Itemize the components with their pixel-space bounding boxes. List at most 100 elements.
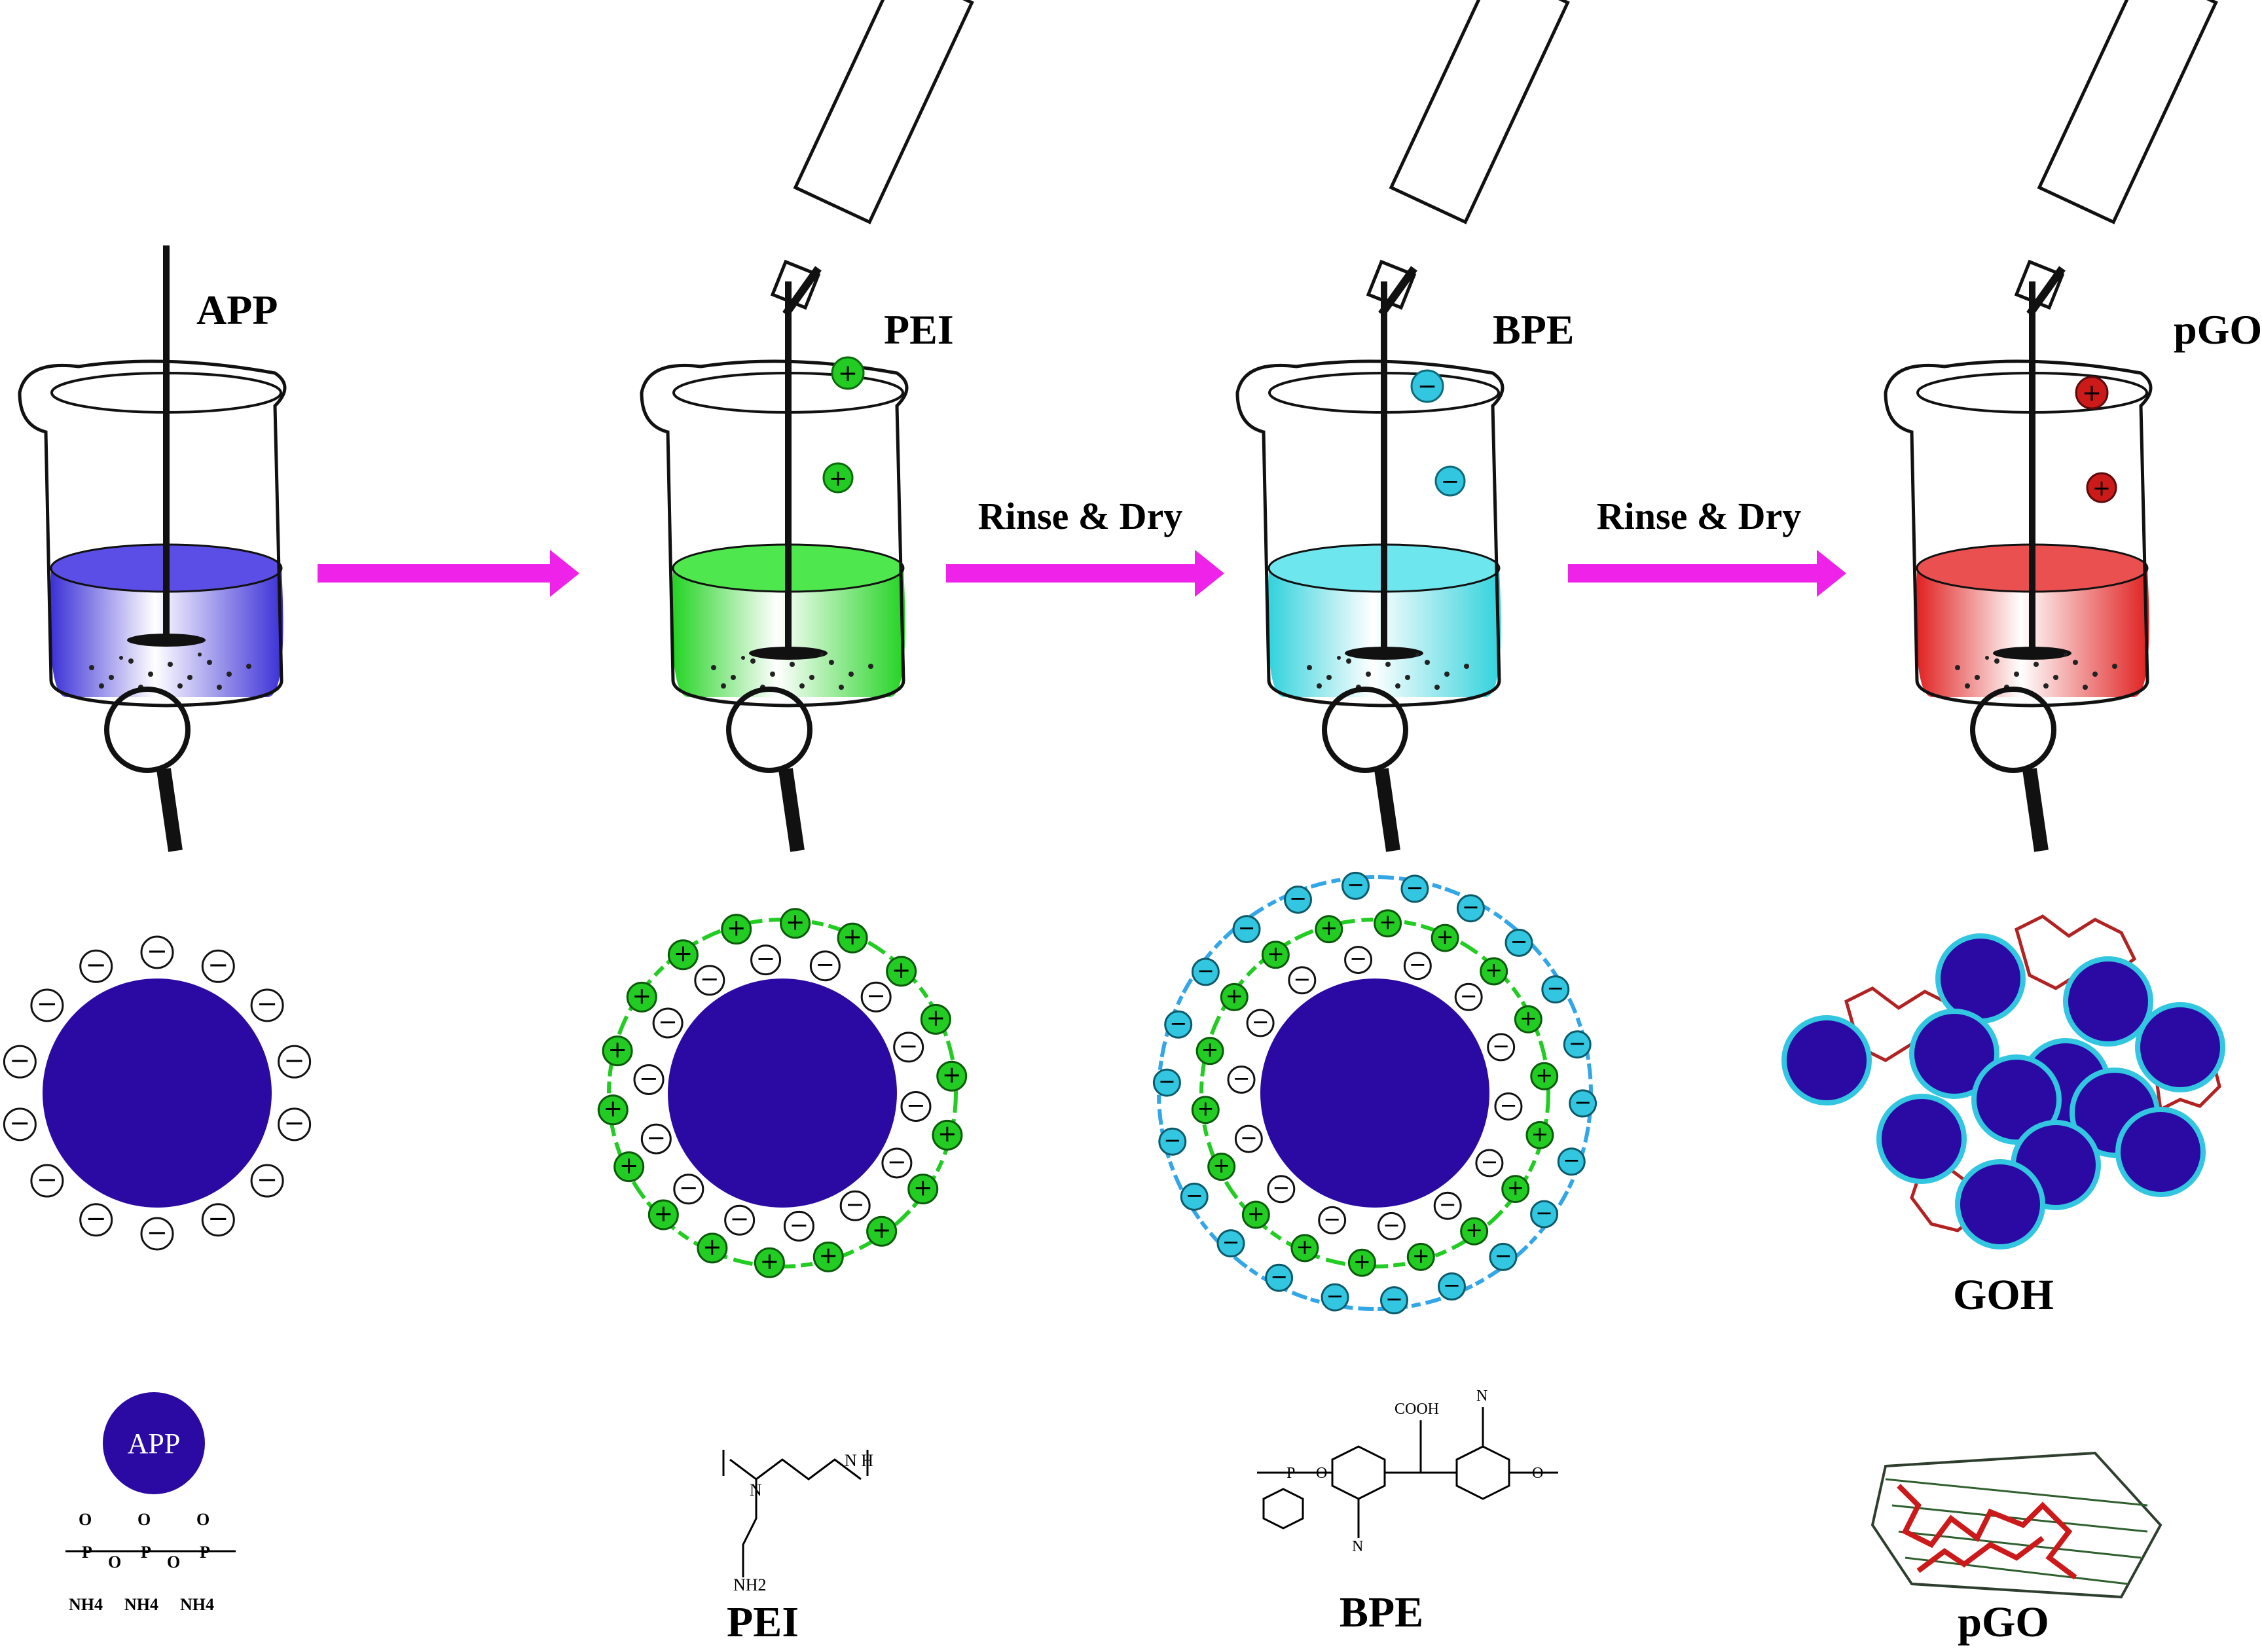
charge-sign: − [658, 1009, 677, 1035]
negative-charge [250, 988, 284, 1022]
charge-sign: + [913, 1175, 932, 1202]
negative-charge [1530, 1200, 1559, 1229]
charge-sign: − [1233, 1066, 1250, 1091]
bpe-structure: COOH P O O N N BPE [1257, 1388, 1558, 1636]
charge-sign: − [1252, 1009, 1269, 1034]
positive-charge [780, 908, 811, 939]
negative-charge [881, 1147, 913, 1179]
charge-sign: + [760, 1248, 779, 1275]
negative-charge [1344, 946, 1373, 975]
charge-sign: + [632, 982, 651, 1009]
negative-charge [1487, 1033, 1516, 1062]
charge-sign: − [1439, 1192, 1457, 1217]
svg-text:COOH: COOH [1395, 1401, 1439, 1418]
negative-charge [652, 1007, 684, 1039]
charge-sign: − [1293, 967, 1311, 992]
negative-charge [1246, 1009, 1275, 1037]
charge-sign: − [700, 966, 719, 993]
svg-text:−: − [1417, 373, 1437, 400]
magnifier-lens [726, 687, 812, 773]
negative-charge [1227, 1066, 1256, 1094]
charge-sign: − [257, 990, 278, 1019]
charge-sign: − [1347, 872, 1364, 897]
charge-sign: − [1460, 983, 1478, 1008]
negative-charge [1191, 958, 1220, 986]
charge-sign: − [845, 1191, 864, 1218]
positive-charge [1207, 1153, 1236, 1181]
charge-sign: − [1569, 1031, 1586, 1056]
negative-charge [278, 1045, 312, 1079]
charge-sign: − [86, 950, 107, 980]
positive-charge [866, 1215, 898, 1247]
sediment [89, 653, 251, 690]
magnifier-handle [2022, 768, 2049, 852]
reagent-label-bpe: BPE [1493, 306, 1574, 353]
arrow-2-label: Rinse & Dry [978, 495, 1183, 537]
negative-charge [1437, 1272, 1466, 1301]
negative-charge [1433, 1191, 1462, 1220]
svg-text:O: O [1532, 1465, 1543, 1482]
negative-charge [673, 1174, 704, 1205]
svg-text:N: N [1352, 1538, 1363, 1555]
svg-text:NH4: NH4 [69, 1595, 103, 1614]
particle-core [668, 979, 897, 1208]
charge-sign: − [1462, 895, 1480, 920]
magnifier-handle [778, 768, 805, 852]
negative-charge [1318, 1206, 1347, 1234]
svg-text:NH2: NH2 [733, 1575, 767, 1594]
positive-charge [667, 939, 699, 971]
charge-sign: − [1238, 916, 1256, 941]
negative-charge [250, 1164, 284, 1198]
charge-sign: − [147, 1218, 168, 1248]
positive-charge [648, 1199, 679, 1230]
charge-sign: − [1326, 1284, 1344, 1308]
particle-core [43, 979, 272, 1208]
goh-label: GOH [1953, 1271, 2054, 1319]
charge-sign: + [1267, 941, 1285, 966]
negative-charge [1541, 975, 1570, 1004]
negative-charge [640, 1123, 672, 1155]
positive-charge [1220, 982, 1249, 1011]
positive-charge [721, 914, 752, 945]
ion-positive [2086, 472, 2117, 503]
negative-charge [1341, 871, 1370, 900]
charge-sign: − [284, 1109, 305, 1138]
charge-sign: − [1197, 958, 1214, 983]
magnifier-handle [156, 768, 183, 852]
negative-charge [3, 1107, 37, 1141]
charge-sign: + [1535, 1062, 1553, 1087]
negative-charge [724, 1204, 756, 1236]
charge-sign: + [1379, 910, 1396, 935]
charge-sign: − [906, 1092, 925, 1119]
dropping-funnel [1366, 0, 1570, 317]
bpe-formula [1257, 1407, 1558, 1538]
bpe-label: BPE [1340, 1589, 1423, 1636]
beaker-glass [640, 359, 909, 708]
negative-charge [1216, 1229, 1245, 1258]
dropping-funnel [770, 0, 974, 317]
beaker-pei: + + PEI [640, 0, 974, 852]
positive-charge [1261, 941, 1290, 969]
svg-text:N: N [750, 1481, 762, 1499]
charge-sign: − [679, 1175, 698, 1202]
reagent-label-app: APP [196, 287, 278, 333]
negative-charge [3, 1045, 37, 1079]
charge-sign: + [843, 924, 862, 950]
charge-sign: − [639, 1065, 658, 1092]
svg-text:P: P [82, 1543, 92, 1562]
particle-app-pei-bpe: −−−−−−−−−−−−−− ++++++++++++++++++ −−−−−−… [1152, 871, 1597, 1315]
negative-charge-ring: −−−−−−−−−−−−−− [3, 935, 312, 1251]
negative-charge [30, 1164, 64, 1198]
charge-sign: − [9, 1109, 30, 1138]
charge-sign: − [1323, 1206, 1341, 1231]
positive-charge [626, 981, 657, 1013]
charge-sign: − [1270, 1264, 1288, 1289]
negative-charge [1489, 1242, 1518, 1271]
positive-charge [697, 1232, 728, 1264]
charge-sign: + [926, 1005, 945, 1032]
charge-sign: − [86, 1204, 107, 1234]
pei-formula [722, 1450, 869, 1577]
negative-charge [1265, 1263, 1294, 1292]
positive-charge [936, 1060, 968, 1092]
svg-text:O: O [1316, 1465, 1327, 1482]
